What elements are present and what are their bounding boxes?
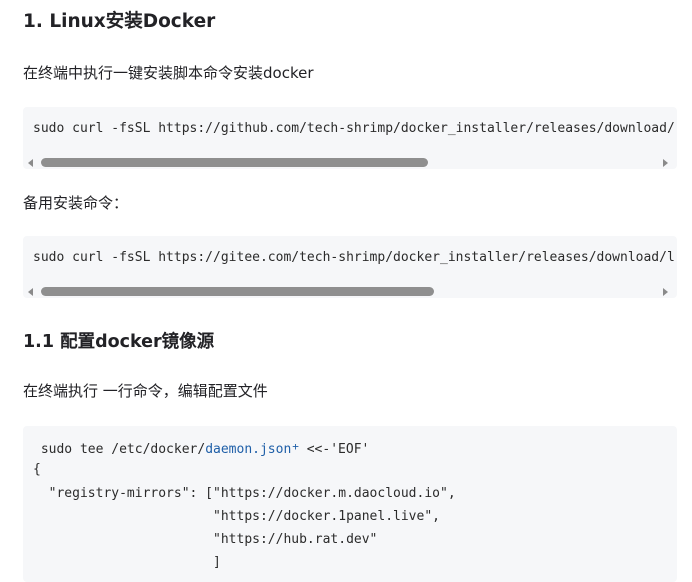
backup-code-scrollbar[interactable] (23, 284, 677, 298)
install-intro-text: 在终端中执行一键安装脚本命令安装docker (23, 64, 314, 82)
code-text: sudo tee /etc/docker/ (33, 442, 206, 457)
scroll-right-arrow-icon[interactable] (663, 159, 668, 167)
scroll-left-arrow-icon[interactable] (28, 288, 33, 296)
code-line-4: "https://docker.1panel.live", (33, 508, 440, 524)
daemon-config-code-block[interactable]: sudo tee /etc/docker/daemon.json+ <<-'EO… (23, 426, 677, 582)
code-line-6: ] (33, 555, 221, 571)
daemon-json-link[interactable]: daemon.json (205, 442, 292, 457)
code-text: <<-'EOF' (298, 442, 370, 457)
section-heading-mirror: 1.1 配置docker镜像源 (23, 332, 215, 352)
install-code-scrollbar[interactable] (23, 155, 677, 169)
backup-code-block[interactable]: sudo curl -fsSL https://gitee.com/tech-s… (23, 236, 677, 298)
backup-install-command[interactable]: sudo curl -fsSL https://gitee.com/tech-s… (33, 250, 675, 265)
code-line-1: sudo tee /etc/docker/daemon.json+ <<-'EO… (33, 435, 456, 458)
code-line-2: { (33, 462, 41, 478)
link-plus-icon: + (292, 440, 299, 453)
scrollbar-thumb[interactable] (41, 158, 428, 167)
scrollbar-thumb[interactable] (41, 287, 434, 296)
install-code-block[interactable]: sudo curl -fsSL https://github.com/tech-… (23, 107, 677, 169)
code-line-3: "registry-mirrors": ["https://docker.m.d… (33, 485, 456, 501)
mirror-intro-text: 在终端执行 一行命令，编辑配置文件 (23, 382, 268, 400)
code-line-5: "https://hub.rat.dev" (33, 532, 378, 548)
scroll-left-arrow-icon[interactable] (28, 159, 33, 167)
scroll-right-arrow-icon[interactable] (663, 288, 668, 296)
backup-command-label: 备用安装命令： (23, 194, 129, 212)
section-heading-install: 1. Linux安装Docker (23, 11, 216, 32)
install-command[interactable]: sudo curl -fsSL https://github.com/tech-… (33, 121, 675, 136)
daemon-config-code[interactable]: sudo tee /etc/docker/daemon.json+ <<-'EO… (33, 435, 456, 575)
